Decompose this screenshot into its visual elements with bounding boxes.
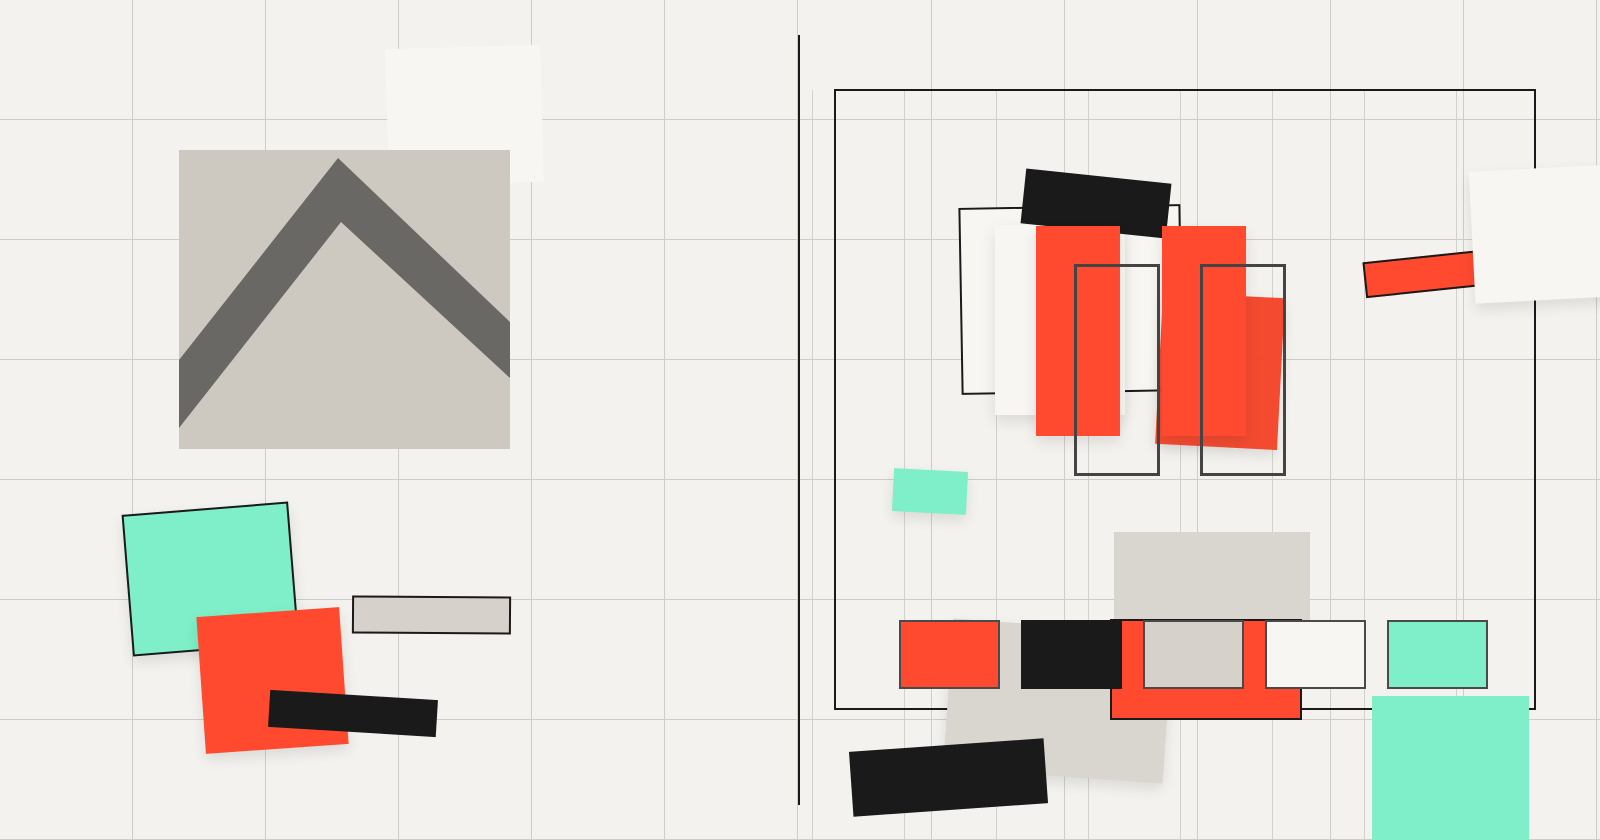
swatch-red[interactable] xyxy=(899,620,1000,689)
red-column-right[interactable] xyxy=(1162,226,1246,436)
chevron-shape xyxy=(179,158,510,428)
outline-column-left[interactable] xyxy=(1074,264,1160,476)
white-note-shape[interactable] xyxy=(1468,164,1600,304)
mint-chip-shape[interactable] xyxy=(891,468,969,515)
outline-column-right[interactable] xyxy=(1200,264,1286,476)
swatch-black[interactable] xyxy=(1021,620,1122,689)
swatch-beige[interactable] xyxy=(1143,620,1244,689)
black-bar-bottom-shape[interactable] xyxy=(848,738,1049,817)
red-block-shape[interactable] xyxy=(196,607,349,754)
red-column-left[interactable] xyxy=(1036,226,1120,436)
mint-panel-shape[interactable] xyxy=(1372,696,1529,840)
roof-chevron-panel[interactable] xyxy=(179,150,510,449)
vertical-divider xyxy=(798,35,800,805)
swatch-mint[interactable] xyxy=(1387,620,1488,689)
swatch-white[interactable] xyxy=(1265,620,1366,689)
chevron-up-icon xyxy=(179,158,510,428)
outlined-bar-shape[interactable] xyxy=(351,595,512,635)
